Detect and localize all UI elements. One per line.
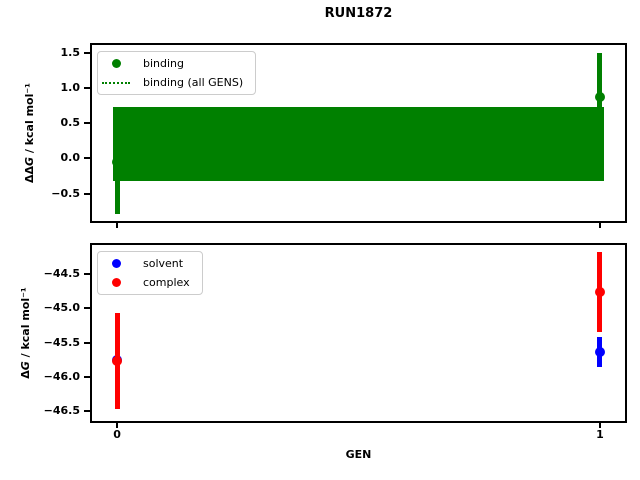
data-point-binding	[112, 157, 123, 167]
data-point-complex	[112, 356, 123, 367]
y-tick-mark	[84, 272, 90, 275]
y-axis-label-dg: ΔG / kcal mol⁻¹	[18, 243, 34, 423]
legend-item: binding	[98, 54, 255, 73]
legend-marker-cell	[98, 59, 134, 68]
legend-item: binding (all GENS)	[98, 73, 255, 92]
x-tick-mark	[598, 223, 601, 228]
y-tick-mark	[84, 307, 90, 310]
legend-label: binding	[143, 57, 185, 70]
y-tick-mark	[84, 192, 90, 195]
legend-marker-cell	[98, 81, 134, 84]
legend-item: complex	[98, 273, 202, 292]
legend-marker-cell	[98, 259, 134, 268]
chart-title: RUN1872	[324, 6, 393, 21]
axes-binding: 1.5 1.0 0.5 0.0 −0.5 binding binding (all GENS…	[51, 43, 627, 228]
y-tick-label: −45.0	[43, 301, 80, 315]
legend-dot-icon	[111, 59, 121, 68]
x-tick-mark	[116, 223, 119, 228]
ylabel-ddg-prefix: ΔΔ	[23, 165, 36, 184]
legend-label: complex	[143, 276, 190, 289]
axes-dg: −44.5 −45.0 −45.5 −46.0 −46.5 0 1 solvent comple…	[44, 243, 627, 441]
ylabel-dg-symbol: G	[19, 361, 32, 371]
data-point-solvent	[594, 347, 605, 358]
y-tick-mark	[84, 87, 90, 90]
legend-label: binding (all GENS)	[143, 76, 244, 89]
data-point-binding	[594, 92, 605, 103]
x-tick-mark	[116, 423, 119, 428]
y-tick-label: −45.5	[43, 335, 80, 349]
ylabel-dg-prefix: Δ	[19, 370, 32, 379]
y-tick-label: −46.5	[43, 404, 80, 418]
y-tick-label: 1.5	[60, 45, 81, 59]
y-tick-mark	[84, 376, 90, 378]
ylabel-ddg-symbol: G	[23, 156, 36, 166]
ylabel-dg-units: / kcal mol⁻¹	[19, 287, 32, 362]
y-tick-label: 0.0	[60, 151, 81, 165]
y-tick-label: 1.0	[60, 81, 81, 95]
legend-box: solvent complex	[97, 251, 203, 295]
ylabel-ddg-units: / kcal mol⁻¹	[23, 83, 36, 157]
band-center-line	[117, 143, 600, 146]
x-tick-label: 0	[113, 428, 121, 441]
x-tick-label: 1	[596, 428, 604, 441]
plot-area-binding: 1.5 1.0 0.5 0.0 −0.5 binding binding (all GENS…	[51, 45, 625, 228]
legend-box: binding binding (all GENS)	[97, 51, 257, 95]
legend-item: solvent	[98, 254, 202, 273]
data-point-complex	[594, 286, 605, 297]
y-tick-mark	[84, 51, 90, 54]
legend-marker-cell	[98, 278, 134, 287]
plot-area-dg: −44.5 −45.0 −45.5 −46.0 −46.5 0 1 solvent comple…	[44, 245, 625, 441]
legend-dot-icon	[111, 278, 121, 287]
y-tick-label: −46.0	[43, 370, 80, 383]
legend-dot-icon	[111, 259, 121, 268]
y-tick-mark	[84, 157, 90, 160]
x-tick-mark	[598, 423, 601, 428]
legend-label: solvent	[143, 257, 184, 270]
y-tick-mark	[84, 122, 90, 125]
y-tick-label: −0.5	[51, 186, 80, 200]
y-tick-mark	[84, 341, 90, 344]
y-tick-mark	[84, 410, 90, 413]
y-tick-label: −44.5	[43, 266, 80, 280]
y-tick-label: 0.5	[60, 116, 81, 130]
legend-dotted-line-icon	[102, 81, 130, 84]
x-axis-label: GEN	[345, 448, 372, 461]
